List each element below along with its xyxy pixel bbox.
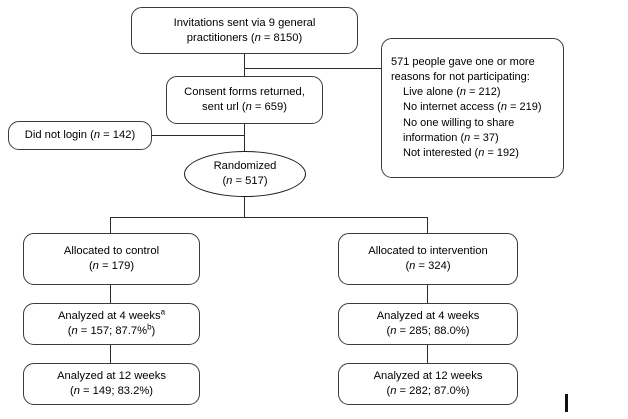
- stray-tick-artifact: [565, 394, 568, 412]
- reason-1-label: No internet access (: [403, 101, 501, 114]
- node-did-not-login: Did not login (n = 142): [8, 121, 152, 150]
- italic-n: n: [390, 385, 397, 397]
- reason-3-label: information (: [403, 131, 465, 144]
- italic-n: n: [390, 325, 397, 337]
- connector-spine-to-exclusions: [244, 68, 382, 70]
- connector-split-to-control: [110, 217, 112, 233]
- connector-intervention-4w-to-12w: [427, 345, 429, 363]
- italic-n: n: [500, 101, 507, 114]
- reason-1-post: = 219): [506, 101, 542, 114]
- reason-3-post: = 37): [470, 131, 499, 144]
- connector-didnotlogin-to-spine: [152, 135, 245, 137]
- reason-0-post: = 212): [466, 86, 501, 99]
- connector-consent-to-randomized: [244, 124, 246, 153]
- node-intervention-4w-text: Analyzed at 4 weeks(n = 285; 88.0%): [376, 310, 480, 337]
- node-exclusion-reasons: 571 people gave one or more reasons for n…: [381, 38, 564, 178]
- reason-4-post: = 192): [484, 147, 519, 159]
- italic-n: n: [245, 101, 252, 113]
- node-allocated-control-text: Allocated to control(n = 179): [63, 245, 160, 272]
- exclusions-heading-line1: 571 people gave one or more: [391, 55, 535, 68]
- node-control-analyzed-4-weeks: Analyzed at 4 weeksa(n = 157; 87.7%b): [23, 303, 200, 345]
- node-allocated-intervention-text: Allocated to intervention(n = 324): [368, 245, 488, 272]
- footnote-marker-b: b: [147, 322, 152, 332]
- italic-n: n: [464, 131, 471, 144]
- connector-intervention-alloc-to-4w: [427, 285, 429, 303]
- italic-n: n: [71, 325, 78, 337]
- node-randomized-text: Randomized(n = 517): [213, 160, 277, 187]
- node-allocated-to-control: Allocated to control(n = 179): [23, 233, 200, 285]
- italic-n: n: [93, 129, 101, 141]
- italic-n: n: [409, 260, 416, 272]
- italic-n: n: [226, 175, 233, 187]
- node-exclusions-text: 571 people gave one or more reasons for n…: [382, 55, 563, 161]
- node-control-analyzed-12-weeks: Analyzed at 12 weeks(n = 149; 83.2%): [23, 363, 200, 405]
- connector-split-to-intervention: [427, 217, 429, 233]
- connector-control-4w-to-12w: [110, 345, 112, 363]
- connector-invitations-to-consent: [244, 53, 246, 76]
- reason-4-label: Not interested (: [403, 147, 479, 159]
- node-consent-text: Consent forms returned,sent url (n = 659…: [184, 86, 305, 113]
- italic-n: n: [73, 385, 80, 397]
- node-control-12w-text: Analyzed at 12 weeks(n = 149; 83.2%): [57, 370, 166, 397]
- italic-n: n: [459, 86, 466, 99]
- node-intervention-12w-text: Analyzed at 12 weeks(n = 282; 87.0%): [373, 370, 483, 397]
- node-intervention-analyzed-4-weeks: Analyzed at 4 weeks(n = 285; 88.0%): [338, 303, 518, 345]
- node-allocated-to-intervention: Allocated to intervention(n = 324): [338, 233, 518, 285]
- connector-randomized-to-split: [244, 196, 246, 218]
- reason-2-label: No one willing to share: [403, 116, 515, 129]
- connector-allocation-split-bar: [110, 217, 428, 219]
- italic-n: n: [92, 260, 99, 272]
- node-control-4w-text: Analyzed at 4 weeksa(n = 157; 87.7%b): [57, 307, 166, 337]
- footnote-marker-a: a: [160, 307, 166, 317]
- node-randomized: Randomized(n = 517): [184, 151, 306, 197]
- connector-control-alloc-to-4w: [110, 285, 112, 303]
- node-did-not-login-text: Did not login (n = 142): [24, 129, 136, 141]
- node-intervention-analyzed-12-weeks: Analyzed at 12 weeks(n = 282; 87.0%): [338, 363, 518, 405]
- exclusions-heading-line2: reasons for not participating:: [391, 70, 530, 83]
- reason-0-label: Live alone (: [403, 86, 460, 99]
- italic-n: n: [254, 31, 261, 44]
- node-consent-forms-returned: Consent forms returned,sent url (n = 659…: [166, 76, 323, 124]
- italic-n: n: [478, 147, 485, 159]
